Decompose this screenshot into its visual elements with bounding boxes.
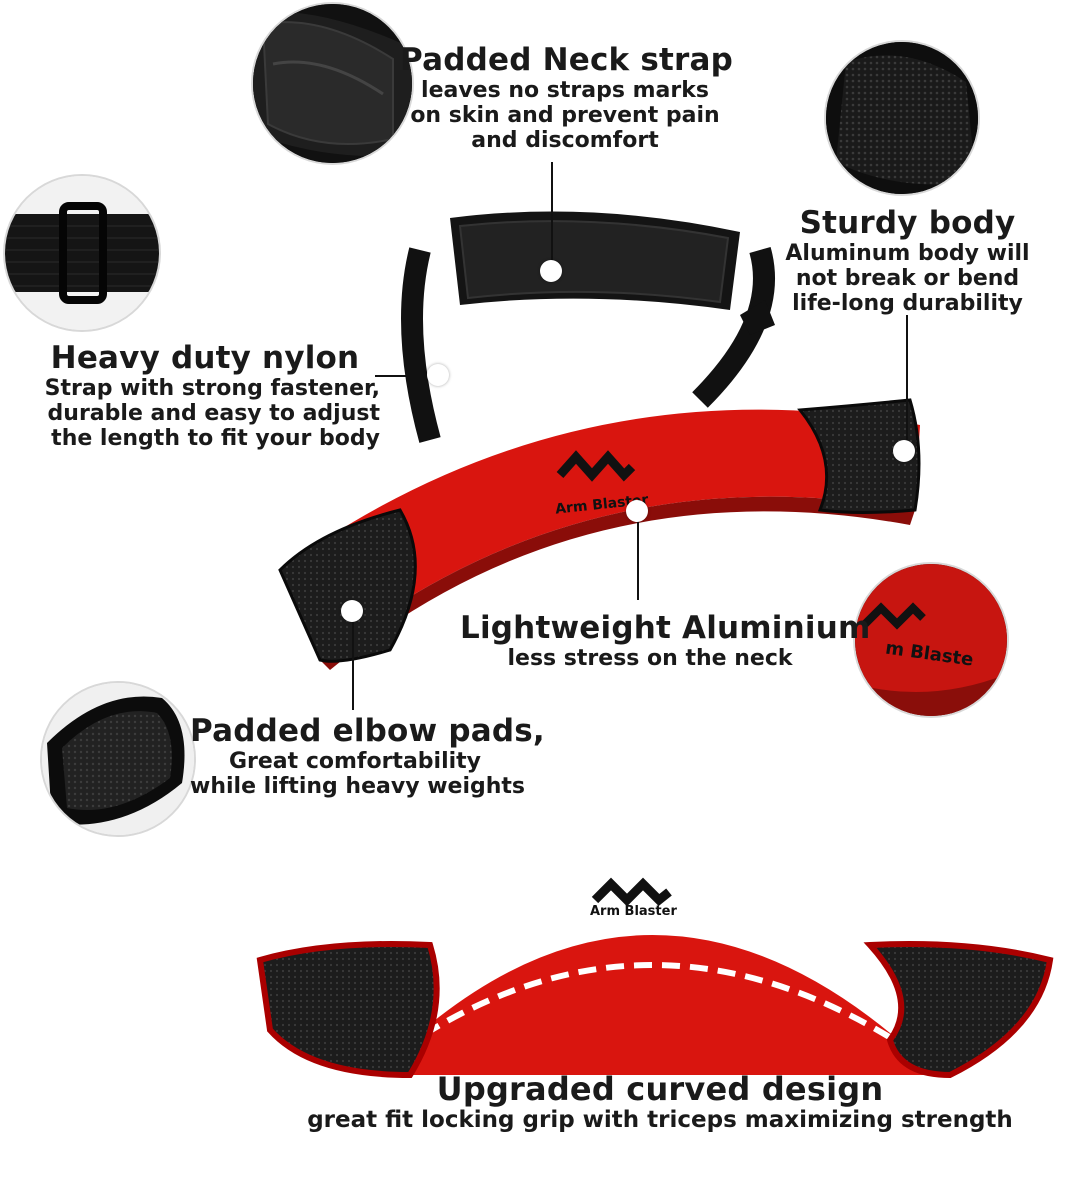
- aluminium-title: Lightweight Aluminium: [460, 610, 871, 646]
- nylon-line-1: Strap with strong fastener,: [44, 376, 380, 401]
- sturdy-body-line-1: Aluminum body will: [785, 241, 1030, 266]
- neck-strap-marker: [540, 260, 562, 282]
- sturdy-body-line-3: life-long durability: [792, 291, 1023, 316]
- elbow-pads-title: Padded elbow pads,: [190, 713, 545, 749]
- aluminium-pointer-line: [637, 512, 639, 600]
- nylon-title: Heavy duty nylon: [50, 340, 360, 376]
- neck-strap-pointer-line: [551, 162, 553, 272]
- elbow-pads-line-1: Great comfortability: [228, 749, 482, 774]
- neck-strap-line-1: leaves no straps marks: [421, 78, 709, 103]
- arm-blaster-product-top: Arm Blaster: [260, 210, 940, 670]
- sturdy-body-marker: [893, 440, 915, 462]
- neck-pad-closeup: [253, 4, 412, 163]
- elbow-pad-marker: [341, 600, 363, 622]
- aluminium-line-1: less stress on the neck: [507, 646, 793, 671]
- neck-strap-callout: Padded Neck strap leaves no straps marks…: [400, 42, 734, 153]
- neck-strap-line-3: and discomfort: [471, 128, 659, 153]
- curved-design-callout: Upgraded curved design great fit locking…: [290, 1070, 1030, 1133]
- elbow-pad-pointer-line: [352, 612, 354, 710]
- aluminium-callout: Lightweight Aluminium less stress on the…: [460, 610, 871, 671]
- nylon-marker: [427, 364, 449, 386]
- nylon-line-2: durable and easy to adjust: [47, 401, 380, 426]
- aluminium-marker: [626, 500, 648, 522]
- sturdy-body-line-2: not break or bend: [795, 266, 1020, 291]
- sturdy-body-pointer-line: [906, 315, 908, 445]
- elbow-pads-line-2: while lifting heavy weights: [190, 774, 526, 799]
- nylon-callout: Heavy duty nylon Strap with strong faste…: [30, 340, 380, 451]
- curved-design-title: Upgraded curved design: [436, 1070, 884, 1108]
- buckle-closeup: [5, 176, 159, 330]
- elbow-pads-callout: Padded elbow pads, Great comfortability …: [190, 713, 545, 799]
- elbow-pad-closeup: [42, 683, 194, 835]
- sturdy-body-title: Sturdy body: [799, 205, 1016, 241]
- sturdy-body-callout: Sturdy body Aluminum body will not break…: [770, 205, 1045, 316]
- red-body-closeup: m Blaste: [855, 564, 1007, 716]
- neck-strap-title: Padded Neck strap: [400, 42, 734, 78]
- neck-strap-line-2: on skin and prevent pain: [410, 103, 720, 128]
- arm-blaster-product-side: Arm Blaster: [250, 860, 1060, 1090]
- side-brand-text: Arm Blaster: [590, 904, 677, 919]
- body-texture-closeup: [826, 42, 978, 194]
- nylon-pointer-line: [375, 375, 430, 377]
- nylon-line-3: the length to fit your body: [51, 426, 380, 451]
- curved-design-line-1: great fit locking grip with triceps maxi…: [307, 1107, 1013, 1133]
